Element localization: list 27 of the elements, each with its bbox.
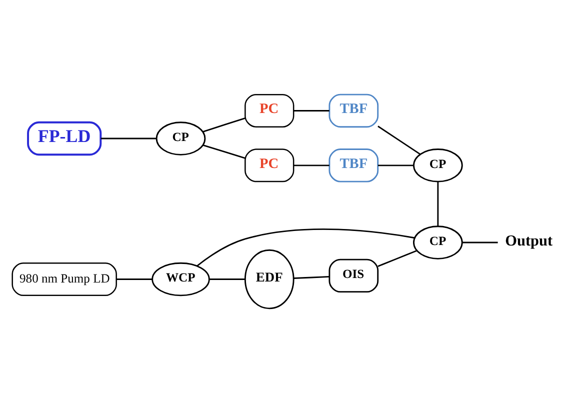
node-ellipse: CP [413,225,463,259]
node-box: TBF [328,93,379,128]
node-box: TBF [328,148,379,182]
connector [202,117,246,132]
node-ellipse: CP [413,148,463,182]
connector [378,125,421,154]
node-text: Output [505,232,553,249]
connector [294,276,330,278]
connector [294,110,330,111]
node-box: 980 nm Pump LD [12,262,117,296]
connector [116,278,152,280]
connector [100,137,157,139]
connector [202,144,246,158]
connector [294,164,330,166]
connector [196,228,415,266]
connector [437,181,439,226]
node-box: PC [244,93,294,127]
connector [462,241,498,243]
node-ellipse: EDF [244,248,294,309]
node-ellipse: CP [156,121,206,155]
connector [209,278,246,280]
node-box: OIS [328,258,379,292]
connector [378,249,418,266]
connector [378,164,414,166]
node-box: PC [244,148,294,182]
node-box: FP-LD [27,120,102,156]
node-ellipse: WCP [152,262,210,296]
